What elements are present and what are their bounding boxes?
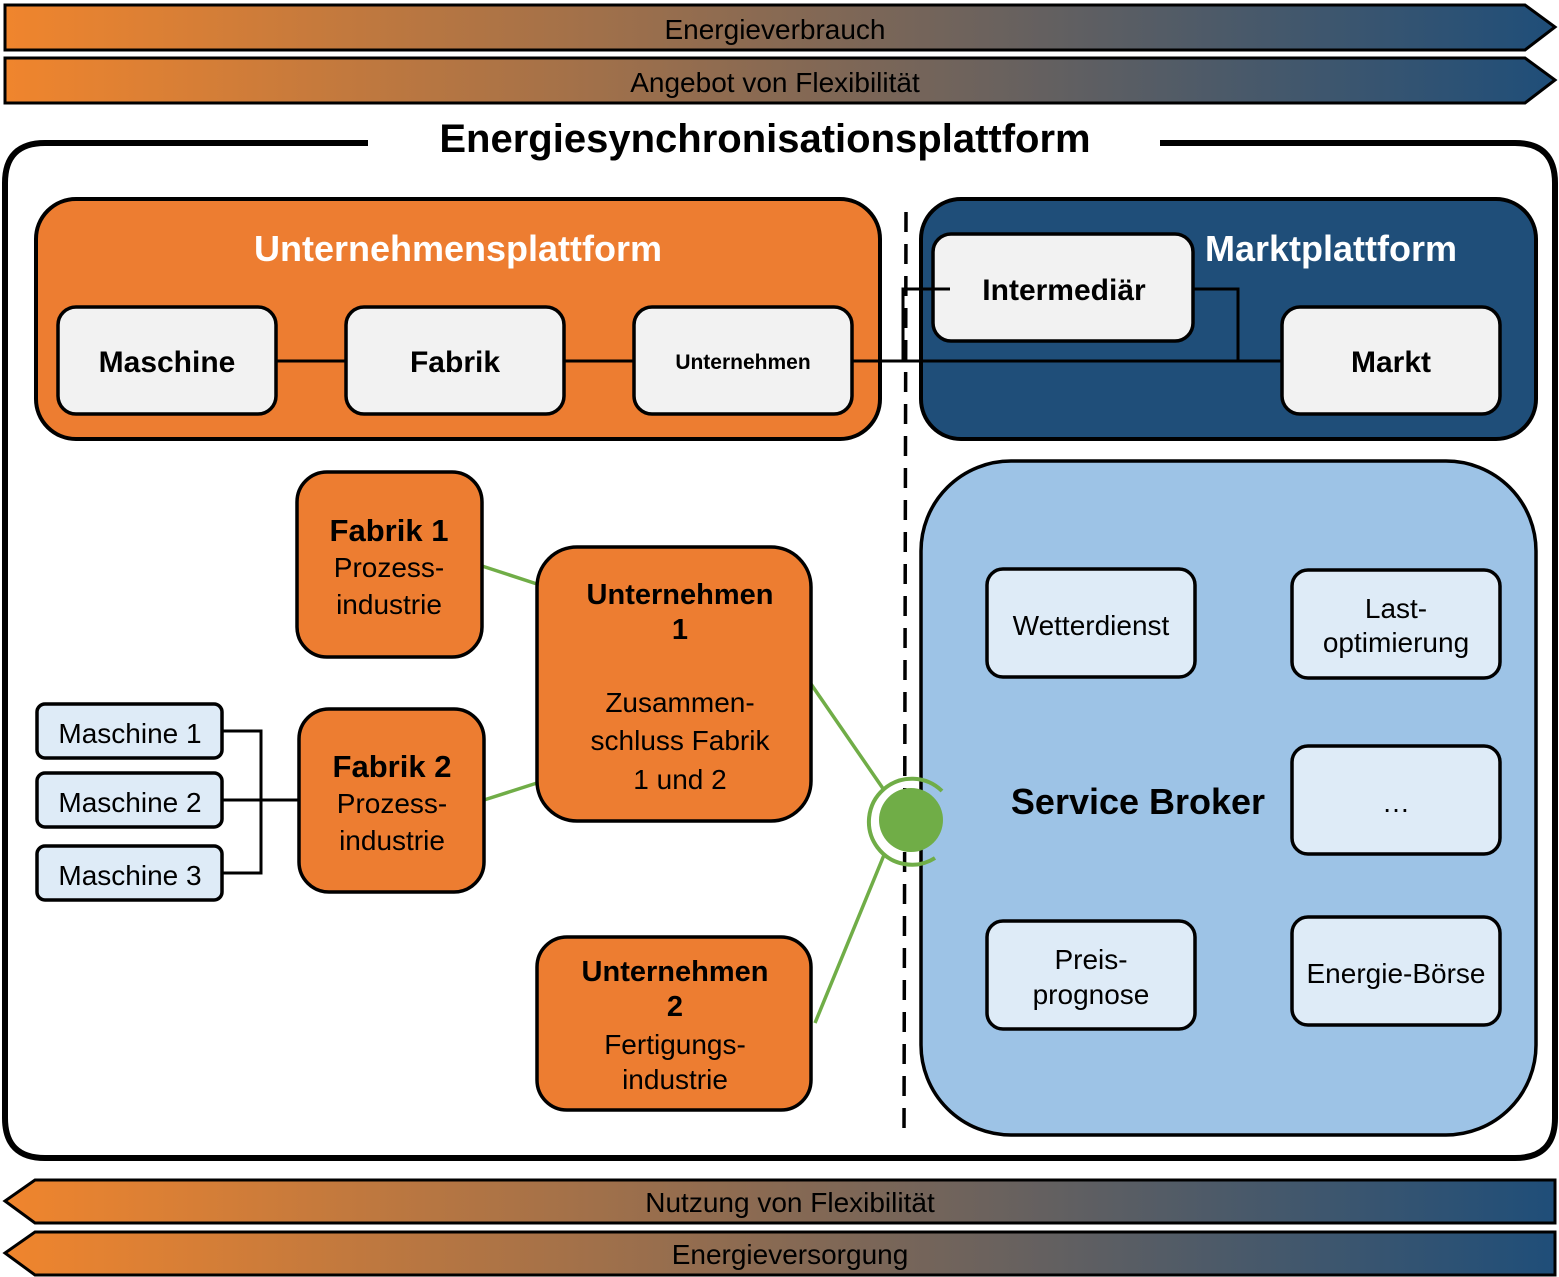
node-title: 2 xyxy=(667,991,683,1023)
service-label: Wetterdienst xyxy=(1013,610,1170,641)
service-label: optimierung xyxy=(1323,627,1469,658)
node-label: Markt xyxy=(1351,346,1431,379)
banner-label: Nutzung von Flexibilität xyxy=(645,1187,935,1218)
node-label: industrie xyxy=(339,825,445,856)
divider-line xyxy=(902,211,908,1136)
unternehmen-1[interactable]: Unternehmen 1 Zusammen- schluss Fabrik 1… xyxy=(535,545,813,823)
machine-3[interactable]: Maschine 3 xyxy=(35,844,224,902)
node-fabrik[interactable]: Fabrik xyxy=(344,305,566,416)
machine-1[interactable]: Maschine 1 xyxy=(35,702,224,760)
node-label: Intermediär xyxy=(982,274,1146,307)
node-maschine[interactable]: Maschine xyxy=(56,305,278,416)
machine-label: Maschine 1 xyxy=(58,718,201,749)
platform-frame xyxy=(2,140,1558,1161)
service-preisprognose[interactable]: Preis- prognose xyxy=(985,919,1197,1031)
service-label: … xyxy=(1382,787,1410,818)
service-wetterdienst[interactable]: Wetterdienst xyxy=(985,567,1197,679)
node-label: Fertigungs- xyxy=(604,1029,746,1060)
banner-label: Energieversorgung xyxy=(672,1239,909,1270)
company-platform-title: Unternehmensplattform xyxy=(254,228,662,269)
node-label: Zusammen- xyxy=(605,687,754,718)
service-energieboerse[interactable]: Energie-Börse xyxy=(1290,915,1502,1027)
service-label: Energie-Börse xyxy=(1307,958,1486,989)
service-label: prognose xyxy=(1033,979,1150,1010)
machine-2[interactable]: Maschine 2 xyxy=(35,771,224,829)
node-title: Fabrik 2 xyxy=(333,749,452,784)
node-title: Unternehmen xyxy=(587,579,774,611)
node-label: industrie xyxy=(336,589,442,620)
machine-label: Maschine 3 xyxy=(58,860,201,891)
fabrik-2[interactable]: Fabrik 2 Prozess- industrie xyxy=(297,707,486,894)
market-platform-title: Marktplattform xyxy=(1205,228,1457,269)
node-label: Maschine xyxy=(99,346,236,379)
node-intermediaer[interactable]: Intermediär xyxy=(931,232,1195,343)
node-title: Fabrik 1 xyxy=(330,513,449,548)
banner-energy-consumption: Energieverbrauch xyxy=(3,3,1558,52)
node-label: schluss Fabrik xyxy=(591,725,771,756)
machine-label: Maschine 2 xyxy=(58,787,201,818)
node-title: 1 xyxy=(672,614,688,646)
machine-bracket xyxy=(222,729,299,875)
banner-label: Energieverbrauch xyxy=(664,14,885,45)
node-label: 1 und 2 xyxy=(633,764,726,795)
node-label: Unternehmen xyxy=(675,351,810,374)
unternehmen-2[interactable]: Unternehmen 2 Fertigungs- industrie xyxy=(535,935,813,1112)
green-connectors xyxy=(481,564,886,1024)
platform-connectors xyxy=(276,287,1282,363)
broker-interface-icon[interactable] xyxy=(866,776,944,867)
node-label: Prozess- xyxy=(337,788,447,819)
node-unternehmen[interactable]: Unternehmen xyxy=(632,305,854,416)
node-label: Prozess- xyxy=(334,552,444,583)
service-more[interactable]: … xyxy=(1290,744,1502,856)
banner-energy-supply: Energieversorgung xyxy=(2,1230,1557,1277)
banner-label: Angebot von Flexibilität xyxy=(630,67,920,98)
service-label: Preis- xyxy=(1054,944,1127,975)
banner-flexibility-usage: Nutzung von Flexibilität xyxy=(2,1178,1557,1225)
node-label: industrie xyxy=(622,1064,728,1095)
platform-title: Energiesynchronisationsplattform xyxy=(439,117,1090,161)
service-broker-title: Service Broker xyxy=(1011,781,1265,822)
node-markt[interactable]: Markt xyxy=(1280,305,1502,416)
service-lastoptimierung[interactable]: Last- optimierung xyxy=(1290,568,1502,680)
service-label: Last- xyxy=(1365,593,1427,624)
node-label: Fabrik xyxy=(410,346,500,379)
fabrik-1[interactable]: Fabrik 1 Prozess- industrie xyxy=(295,470,484,659)
node-title: Unternehmen xyxy=(582,956,769,988)
banner-flexibility-offer: Angebot von Flexibilität xyxy=(3,56,1558,105)
